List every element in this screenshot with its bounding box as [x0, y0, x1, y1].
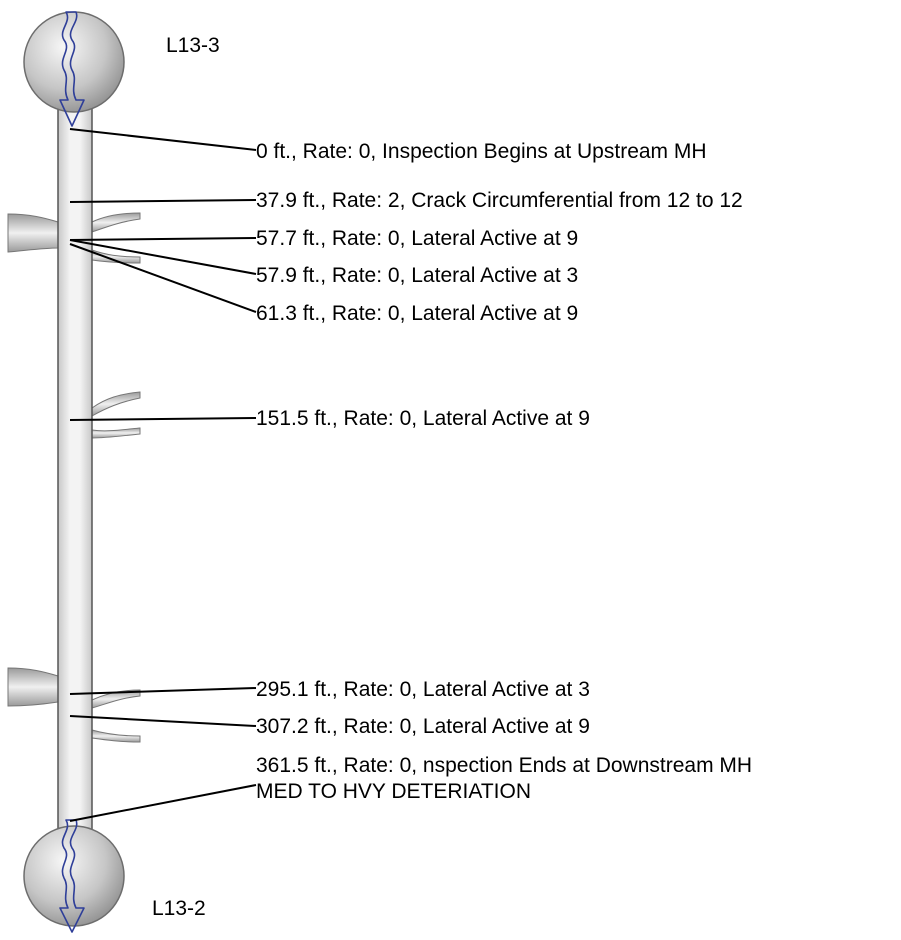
observation-4: 61.3 ft., Rate: 0, Lateral Active at 9: [69, 243, 578, 325]
lateral-right-upper: [91, 212, 141, 233]
observation-0: 0 ft., Rate: 0, Inspection Begins at Ups…: [69, 128, 707, 163]
laterals: [7, 212, 141, 743]
sewer-pipe: [57, 69, 93, 861]
observation-5: 151.5 ft., Rate: 0, Lateral Active at 9: [69, 407, 590, 430]
flow-arrow-downstream-icon: [59, 819, 85, 933]
downstream-manhole: [23, 825, 125, 927]
observation-2: 57.7 ft., Rate: 0, Lateral Active at 9: [69, 227, 578, 250]
observation-label: 37.9 ft., Rate: 2, Crack Circumferential…: [256, 189, 743, 212]
observation-label: 151.5 ft., Rate: 0, Lateral Active at 9: [256, 407, 590, 430]
lateral-right-upper-lower: [91, 249, 141, 264]
observation-label: 295.1 ft., Rate: 0, Lateral Active at 3: [256, 678, 590, 701]
observation-3: 57.9 ft., Rate: 0, Lateral Active at 3: [69, 239, 578, 287]
flow-arrow-upstream-icon: [59, 11, 85, 127]
leader-line: [69, 417, 257, 421]
upstream-manhole-label: L13-3: [166, 34, 220, 57]
observation-label-line2: MED TO HVY DETERIATION: [256, 780, 531, 803]
observation-8: 361.5 ft., Rate: 0, nspection Ends at Do…: [69, 754, 752, 822]
observation-label: 307.2 ft., Rate: 0, Lateral Active at 9: [256, 715, 590, 738]
leader-line: [69, 199, 257, 203]
observation-6: 295.1 ft., Rate: 0, Lateral Active at 3: [69, 678, 590, 701]
lateral-right-lower: [91, 689, 141, 709]
lateral-right-mid-lower: [91, 427, 141, 439]
observation-7: 307.2 ft., Rate: 0, Lateral Active at 9: [69, 715, 590, 738]
observation-label: 61.3 ft., Rate: 0, Lateral Active at 9: [256, 302, 578, 325]
observation-label: 57.7 ft., Rate: 0, Lateral Active at 9: [256, 227, 578, 250]
observation-1: 37.9 ft., Rate: 2, Crack Circumferential…: [69, 189, 743, 212]
lateral-right-lower-lower: [91, 729, 141, 743]
observation-label: 0 ft., Rate: 0, Inspection Begins at Ups…: [256, 140, 707, 163]
leader-line: [69, 128, 257, 151]
downstream-manhole-label: L13-2: [152, 897, 206, 920]
observation-label: 57.9 ft., Rate: 0, Lateral Active at 3: [256, 264, 578, 287]
lateral-right-mid: [91, 391, 141, 417]
lateral-left-upper: [7, 213, 59, 253]
leader-line: [69, 237, 257, 241]
leader-line: [69, 715, 257, 727]
leader-line: [69, 239, 257, 275]
observation-label: 361.5 ft., Rate: 0, nspection Ends at Do…: [256, 754, 752, 777]
leader-line: [69, 243, 257, 313]
lateral-left-lower: [7, 667, 59, 707]
leader-line: [69, 784, 257, 822]
leader-line: [69, 687, 257, 695]
